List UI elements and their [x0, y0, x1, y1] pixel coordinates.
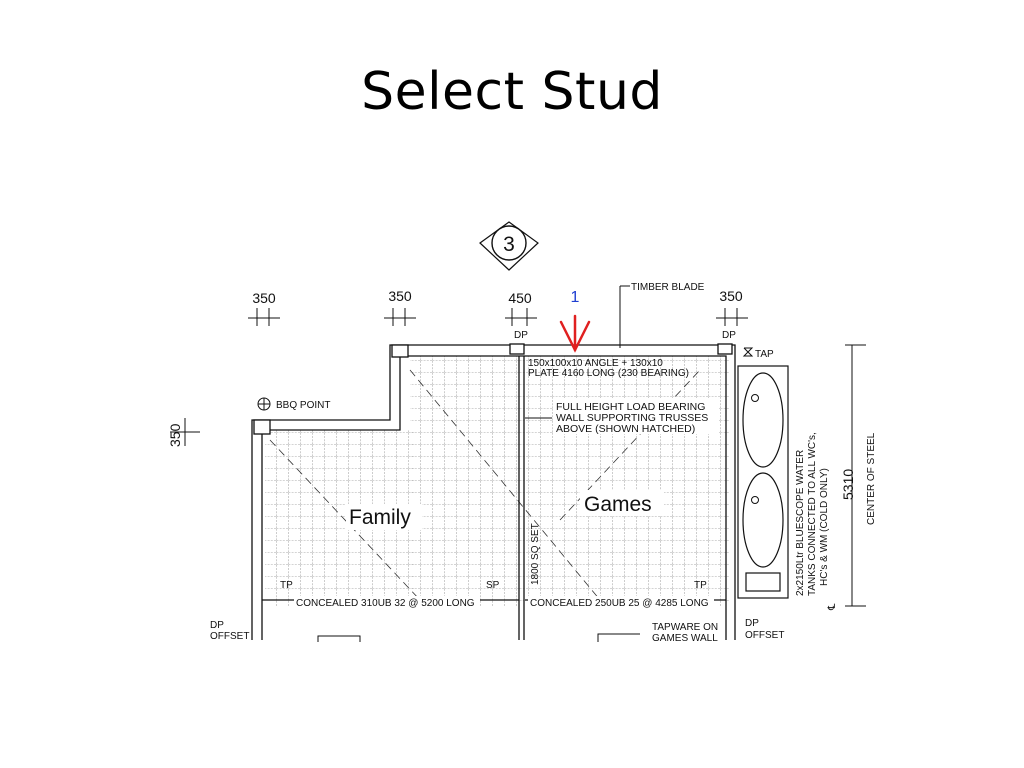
- dp-offset-right-line1: DP: [745, 618, 759, 629]
- callout-number: 1: [571, 289, 580, 306]
- timber-blade-label: TIMBER BLADE: [631, 282, 705, 293]
- tap-icon: [742, 347, 754, 357]
- section-marker-number: 3: [503, 233, 515, 256]
- water-tank-note-line3: HC's & WM (COLD ONLY): [819, 468, 830, 586]
- wall-note-line2: WALL SUPPORTING TRUSSES: [556, 412, 708, 424]
- water-tank-note-line2: TANKS CONNECTED TO ALL WC's,: [807, 432, 818, 596]
- concealed-beam-left: CONCEALED 310UB 32 @ 5200 LONG: [296, 598, 475, 609]
- water-tank-note-line1: 2x2150Ltr BLUESCOPE WATER: [795, 450, 806, 596]
- wall-note-line3: ABOVE (SHOWN HATCHED): [556, 423, 695, 435]
- dimension-450: 450: [508, 290, 532, 306]
- dp-label-right: DP: [722, 330, 736, 341]
- dp-offset-left-line2: OFFSET: [210, 631, 249, 642]
- red-arrow-icon: [559, 314, 591, 353]
- dimension-5310: 5310: [840, 469, 856, 500]
- angle-note-line2: PLATE 4160 LONG (230 BEARING): [528, 368, 689, 379]
- tapware-note-line1: TAPWARE ON: [652, 622, 718, 633]
- wall-note-line1: FULL HEIGHT LOAD BEARING: [556, 401, 705, 413]
- sq-set-label: 1800 SQ SET: [530, 523, 541, 585]
- centerline-symbol: ℄: [827, 603, 838, 611]
- dimension-350-b: 350: [388, 288, 412, 304]
- bbq-point-icon: [257, 397, 271, 411]
- dimension-350-c: 350: [719, 288, 743, 304]
- center-of-steel-label: CENTER OF STEEL: [866, 432, 877, 525]
- bbq-point-label: BBQ POINT: [276, 400, 330, 411]
- room-games-label: Games: [584, 493, 652, 516]
- tp-label-right: TP: [694, 580, 707, 591]
- slide-title: Select Stud: [361, 62, 663, 122]
- tiled-floor: [265, 356, 730, 606]
- tap-label: TAP: [755, 349, 774, 360]
- water-tanks: [737, 365, 789, 599]
- angle-note-line1: 150x100x10 ANGLE + 130x10: [528, 358, 663, 369]
- dp-offset-right-line2: OFFSET: [745, 630, 784, 641]
- sp-label: SP: [486, 580, 500, 591]
- dp-label-left: DP: [514, 330, 528, 341]
- tapware-note-line2: GAMES WALL: [652, 633, 718, 644]
- dp-offset-left-line1: DP: [210, 620, 224, 631]
- dimension-350-left: 350: [167, 423, 183, 447]
- room-family-label: Family: [349, 506, 411, 529]
- top-dimensions: [170, 308, 866, 607]
- section-marker: 3: [479, 221, 539, 271]
- tp-label-left: TP: [280, 580, 293, 591]
- concealed-beam-right: CONCEALED 250UB 25 @ 4285 LONG: [530, 598, 709, 609]
- dimension-350-a: 350: [252, 290, 276, 306]
